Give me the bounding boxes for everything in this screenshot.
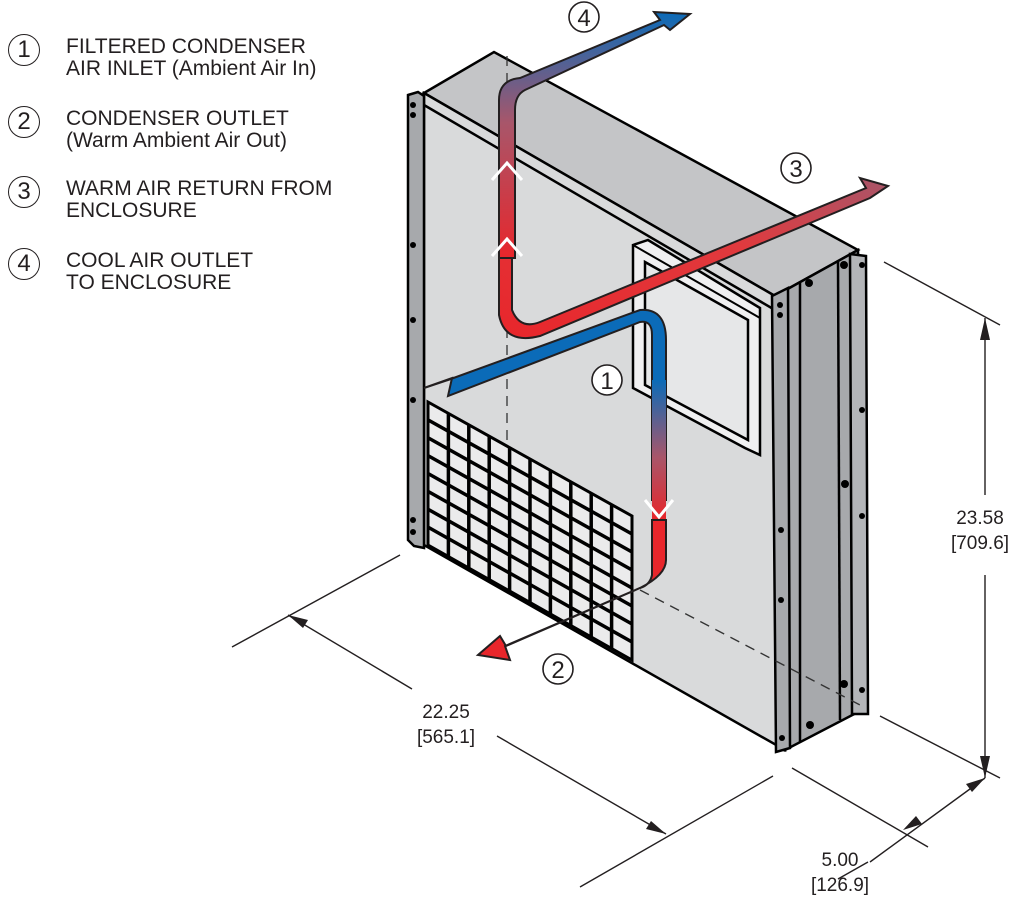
top-flange-line bbox=[423, 103, 776, 312]
legend-number: 3 bbox=[8, 176, 40, 208]
legend-item-4: 4 COOL AIR OUTLET TO ENCLOSURE bbox=[0, 246, 400, 306]
callout-3: 3 bbox=[780, 152, 812, 184]
grille-line bbox=[427, 507, 633, 626]
svg-text:4: 4 bbox=[577, 5, 590, 32]
height-dimension-imperial: 23.58 bbox=[956, 508, 1004, 529]
width-dimension-imperial: 22.25 bbox=[422, 702, 470, 723]
callout-4: 4 bbox=[568, 1, 600, 33]
grille-line bbox=[427, 489, 633, 608]
legend-label: CONDENSER OUTLET (Warm Ambient Air Out) bbox=[66, 107, 289, 152]
legend-label: FILTERED CONDENSER AIR INLET (Ambient Ai… bbox=[66, 35, 317, 80]
grille-line bbox=[427, 418, 633, 536]
legend-item-1: 1 FILTERED CONDENSER AIR INLET (Ambient … bbox=[0, 32, 400, 92]
legend-item-2: 2 CONDENSER OUTLET (Warm Ambient Air Out… bbox=[0, 104, 400, 164]
legend-number: 1 bbox=[8, 34, 40, 66]
svg-text:2: 2 bbox=[551, 657, 564, 684]
width-dimension-metric: [565.1] bbox=[417, 727, 475, 748]
svg-text:3: 3 bbox=[789, 156, 802, 183]
height-dimension-metric: [709.6] bbox=[951, 533, 1009, 554]
flow-chevron-icon bbox=[643, 499, 675, 520]
depth-dimension-metric: [126.9] bbox=[811, 875, 869, 896]
airflow-4-cool-outlet bbox=[498, 10, 693, 259]
side-channel-line bbox=[836, 261, 842, 721]
legend-label: WARM AIR RETURN FROM ENCLOSURE bbox=[66, 177, 333, 222]
callout-2: 2 bbox=[542, 653, 574, 685]
grille-line bbox=[427, 436, 633, 554]
legend-number: 4 bbox=[8, 248, 40, 280]
legend-label: COOL AIR OUTLET TO ENCLOSURE bbox=[66, 249, 254, 294]
side-flange bbox=[848, 252, 870, 716]
dimension-lines bbox=[231, 261, 1001, 888]
flow-chevron-icon bbox=[490, 236, 524, 257]
airflow-2-condenser-outlet bbox=[475, 519, 667, 662]
dimension-arrowheads bbox=[288, 318, 990, 834]
grille-grid bbox=[427, 413, 633, 649]
flow-chevron-icon bbox=[490, 160, 524, 181]
callout-1: 1 bbox=[591, 364, 623, 396]
legend-number: 2 bbox=[8, 106, 40, 138]
grille-line bbox=[427, 454, 633, 572]
airflow-1-descent bbox=[652, 380, 666, 520]
grille-line bbox=[427, 525, 633, 644]
right-mounting-flange bbox=[770, 285, 792, 754]
svg-text:1: 1 bbox=[600, 368, 613, 395]
depth-dimension-imperial: 5.00 bbox=[822, 850, 859, 871]
legend-item-3: 3 WARM AIR RETURN FROM ENCLOSURE bbox=[0, 174, 400, 234]
mounting-holes bbox=[410, 102, 865, 741]
grille-line bbox=[427, 471, 633, 590]
